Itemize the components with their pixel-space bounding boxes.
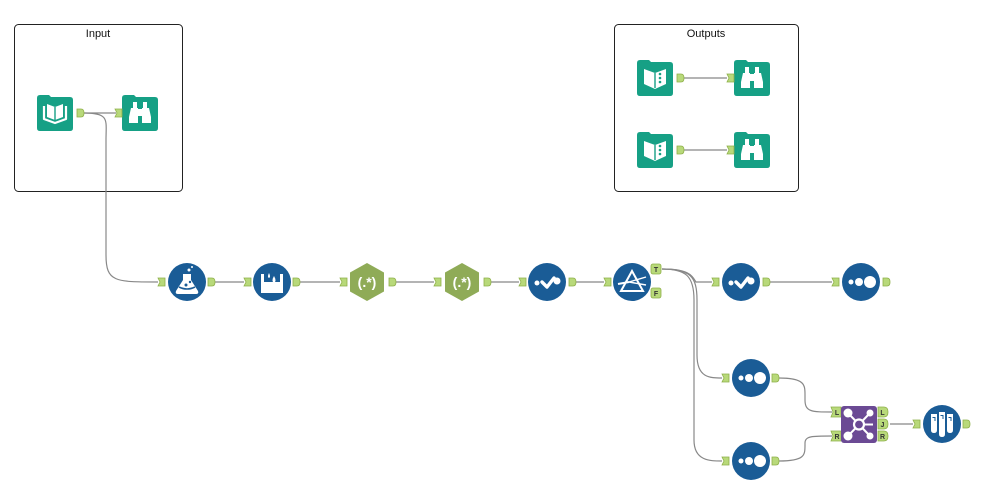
select-tool[interactable] <box>528 263 566 301</box>
anchor-label: T <box>654 267 659 274</box>
container-input[interactable]: Input <box>14 24 183 192</box>
join-network-icon <box>843 408 874 441</box>
output-anchor[interactable] <box>676 145 685 155</box>
left-output-anchor[interactable]: L <box>877 406 889 418</box>
connection[interactable] <box>83 112 159 283</box>
test-tubes-icon <box>931 412 953 437</box>
binoculars-icon <box>741 67 763 88</box>
macro-input-tool[interactable] <box>637 132 673 168</box>
sample-tool[interactable] <box>732 442 770 480</box>
check-dots-icon <box>534 276 561 289</box>
output-anchor[interactable] <box>76 108 85 118</box>
true-anchor[interactable]: T <box>650 263 662 275</box>
container-title: Input <box>86 28 110 40</box>
prism-icon <box>617 268 647 292</box>
output-anchor[interactable] <box>483 277 492 287</box>
sample-tool[interactable] <box>842 263 880 301</box>
input-anchor[interactable] <box>831 277 840 287</box>
input-anchor[interactable] <box>339 277 348 287</box>
regex-icon: (.*) <box>358 274 377 290</box>
output-anchor[interactable] <box>676 73 685 83</box>
input-anchor[interactable] <box>721 373 730 383</box>
formula-tool[interactable] <box>168 263 206 301</box>
input-anchor[interactable] <box>157 277 166 287</box>
connection[interactable] <box>661 268 723 462</box>
connections <box>83 77 913 462</box>
connection[interactable] <box>661 268 723 379</box>
test-tool[interactable] <box>923 405 961 443</box>
bucket-drops-icon <box>261 273 283 293</box>
connection[interactable] <box>778 377 833 413</box>
three-dots-icon <box>738 455 766 467</box>
join-output-anchor[interactable]: J <box>877 418 889 430</box>
anchor-label: L <box>835 410 840 417</box>
filter-tool[interactable] <box>613 263 651 301</box>
book-dots-icon <box>644 69 666 89</box>
join-tool[interactable] <box>841 406 877 443</box>
output-anchor[interactable] <box>882 277 891 287</box>
right-output-anchor[interactable]: R <box>877 430 889 442</box>
book-dots-icon <box>644 141 666 161</box>
browse-tool[interactable] <box>734 132 770 168</box>
flask-icon <box>175 266 199 294</box>
input-anchor[interactable] <box>603 277 612 287</box>
anchor-label: J <box>881 422 885 429</box>
input-anchor[interactable] <box>518 277 527 287</box>
regex-icon: (.*) <box>453 274 472 290</box>
three-dots-icon <box>848 276 876 288</box>
three-dots-icon <box>738 372 766 384</box>
output-anchor[interactable] <box>388 277 397 287</box>
connection[interactable] <box>778 435 833 462</box>
regex-tool[interactable]: (.*) <box>445 263 479 301</box>
regex-tool[interactable]: (.*) <box>350 263 384 301</box>
false-anchor[interactable]: F <box>650 287 662 299</box>
input-anchor[interactable] <box>721 456 730 466</box>
data-cleansing-tool[interactable] <box>253 263 291 301</box>
anchor-label: L <box>880 410 885 417</box>
book-open-icon <box>42 104 68 125</box>
browse-tool[interactable] <box>734 60 770 96</box>
output-anchor[interactable] <box>292 277 301 287</box>
left-input-anchor[interactable]: L <box>830 406 842 418</box>
input-anchor[interactable] <box>433 277 442 287</box>
input-data-tool[interactable] <box>37 95 73 131</box>
right-input-anchor[interactable]: R <box>830 430 842 442</box>
output-anchor[interactable] <box>771 456 780 466</box>
binoculars-icon <box>129 102 151 123</box>
check-dots-icon <box>728 276 755 289</box>
select-tool[interactable] <box>722 263 760 301</box>
binoculars-icon <box>741 139 763 160</box>
output-anchor[interactable] <box>207 277 216 287</box>
input-anchor[interactable] <box>711 277 720 287</box>
output-anchor[interactable] <box>762 277 771 287</box>
macro-input-tool[interactable] <box>637 60 673 96</box>
output-anchor[interactable] <box>962 419 971 429</box>
anchor-label: R <box>880 434 885 441</box>
browse-tool[interactable] <box>122 95 158 131</box>
anchor-label: F <box>654 291 659 298</box>
output-anchor[interactable] <box>568 277 577 287</box>
input-anchor[interactable] <box>912 419 921 429</box>
anchor-label: R <box>834 434 839 441</box>
input-anchor[interactable] <box>243 277 252 287</box>
container-title: Outputs <box>687 28 726 40</box>
output-anchor[interactable] <box>771 373 780 383</box>
sample-tool[interactable] <box>732 359 770 397</box>
